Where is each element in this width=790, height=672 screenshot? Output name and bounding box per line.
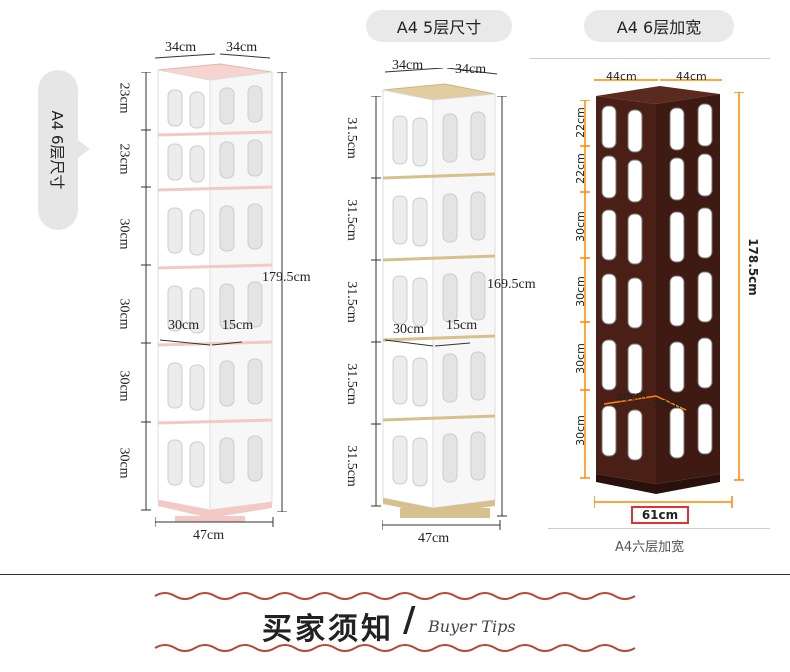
right-total-height: 178.5cm <box>745 238 760 296</box>
buyer-tips-ornament <box>154 592 636 652</box>
left-depth-dim-1: 30cm <box>168 318 200 333</box>
left-top-dim-2: 34cm <box>226 40 258 55</box>
middle-height-seg-1: 31.5cm <box>343 117 359 159</box>
right-depth-dim-2: 20cm <box>654 398 685 411</box>
right-panel-top-border <box>530 58 770 59</box>
left-height-seg-1: 23cm <box>116 82 132 114</box>
middle-bookcase-illustration <box>382 68 498 518</box>
right-base-width: 61cm <box>631 506 689 524</box>
right-height-seg-5: 30cm <box>573 343 587 374</box>
middle-base-ruler <box>382 520 501 530</box>
right-title-pill: A4 6层加宽 <box>584 10 734 42</box>
left-height-seg-2: 23cm <box>116 143 132 175</box>
buyer-tips-subtitle: Buyer Tips <box>428 617 516 636</box>
left-height-seg-3: 30cm <box>116 218 132 250</box>
right-base-ruler <box>594 496 733 508</box>
middle-top-dim-2: 34cm <box>455 62 487 77</box>
middle-total-height: 169.5cm <box>487 277 536 292</box>
middle-height-seg-5: 31.5cm <box>343 445 359 487</box>
right-height-seg-1: 22cm <box>573 107 587 138</box>
middle-depth-dim-1: 30cm <box>393 322 425 337</box>
right-top-dim-2: 44cm <box>676 70 707 83</box>
side-label-pointer <box>78 140 90 158</box>
right-segment-ruler <box>580 100 590 479</box>
right-height-seg-4: 30cm <box>573 276 587 307</box>
middle-height-seg-4: 31.5cm <box>343 363 359 405</box>
buyer-tips-title: 买家须知 <box>262 612 394 647</box>
left-segment-ruler <box>141 72 151 511</box>
left-total-height: 179.5cm <box>262 270 311 285</box>
middle-title-pill: A4 5层尺寸 <box>366 10 512 42</box>
side-label-text: A4 6层尺寸 <box>48 110 66 190</box>
middle-top-dim-1: 34cm <box>392 58 424 73</box>
middle-segment-ruler <box>371 96 381 507</box>
right-height-seg-6: 30cm <box>573 415 587 446</box>
left-height-seg-5: 30cm <box>116 370 132 402</box>
right-total-ruler <box>734 92 744 481</box>
left-base-ruler <box>155 517 274 527</box>
right-panel-bottom-border <box>548 528 770 529</box>
middle-base-width: 47cm <box>418 531 450 546</box>
middle-height-seg-2: 31.5cm <box>343 199 359 241</box>
right-caption: A4六层加宽 <box>615 540 685 555</box>
middle-depth-dim-2: 15cm <box>446 318 478 333</box>
left-bookcase-illustration <box>154 53 273 522</box>
middle-height-seg-3: 31.5cm <box>343 281 359 323</box>
left-height-seg-4: 30cm <box>116 298 132 330</box>
left-base-width: 47cm <box>193 528 225 543</box>
right-bookcase-illustration <box>594 79 722 494</box>
section-divider <box>0 574 790 575</box>
left-depth-dim-2: 15cm <box>222 318 254 333</box>
right-top-dim-1: 44cm <box>606 70 637 83</box>
right-height-seg-2: 22cm <box>573 153 587 184</box>
middle-total-ruler <box>497 96 507 517</box>
right-height-seg-3: 30cm <box>573 211 587 242</box>
left-height-seg-6: 30cm <box>116 447 132 479</box>
side-label-pill <box>38 70 78 230</box>
left-total-ruler <box>277 72 287 512</box>
buyer-tips-slash: / <box>403 600 416 640</box>
left-top-dim-1: 34cm <box>165 40 197 55</box>
